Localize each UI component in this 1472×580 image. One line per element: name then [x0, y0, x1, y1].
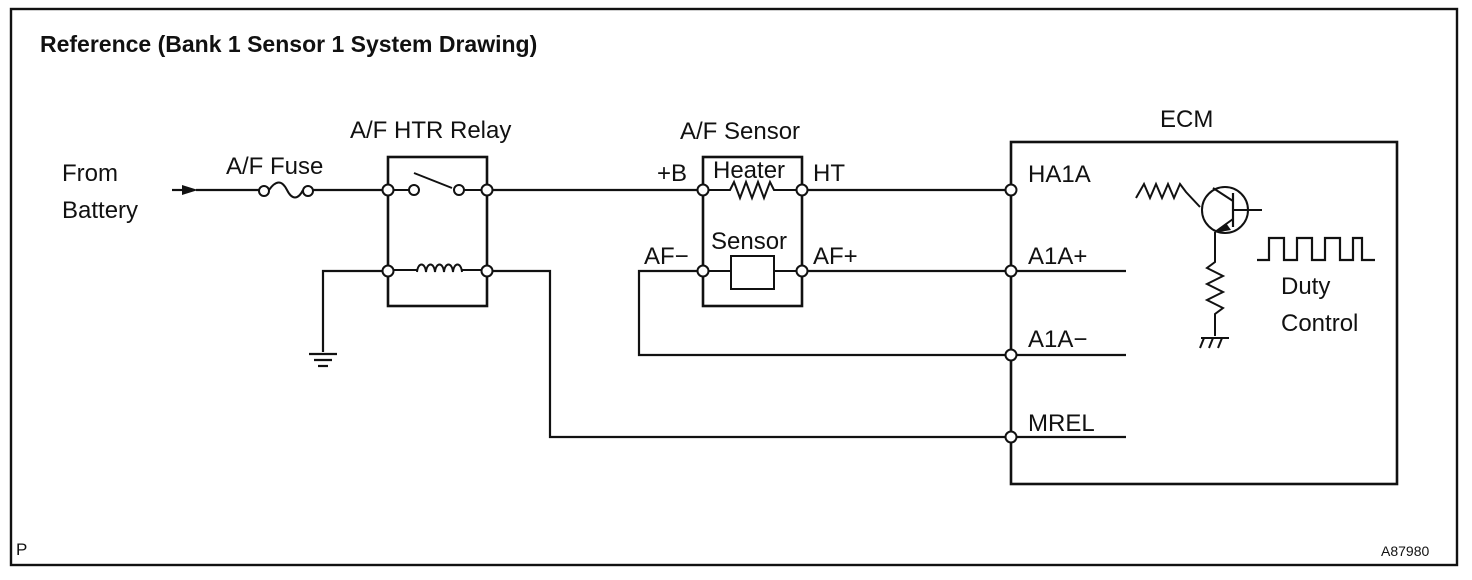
fuse-symbol — [258, 181, 314, 199]
sensor-pin-af-minus: AF− — [644, 243, 689, 270]
ecm-input-resistor — [1135, 181, 1201, 208]
sensor-pin-ht: HT — [813, 160, 845, 187]
wire-mrel — [492, 269, 1006, 439]
duty-waveform-icon — [1257, 236, 1375, 262]
sensor-pin-af-plus: AF+ — [813, 243, 858, 270]
ground-symbol — [309, 352, 337, 368]
emitter-resistor — [1204, 232, 1226, 336]
relay-terminal — [381, 183, 395, 197]
relay-terminal — [381, 264, 395, 278]
sensor-pin-b: +B — [657, 160, 687, 187]
ecm-terminal-node — [1004, 348, 1018, 362]
sensor-element-label: Sensor — [711, 228, 787, 255]
transistor-symbol — [1201, 186, 1262, 234]
wire-afminus-a1aminus — [637, 269, 1006, 357]
ecm-terminal-mrel: MREL — [1028, 410, 1095, 437]
relay-switch — [388, 172, 487, 196]
relay-terminal — [480, 264, 494, 278]
sensor-element — [703, 255, 802, 290]
duty-label-line1: Duty — [1281, 273, 1330, 300]
relay-terminal — [480, 183, 494, 197]
heater-resistor — [703, 179, 802, 201]
sensor-terminal — [795, 183, 809, 197]
diagram-frame — [9, 7, 1459, 567]
sensor-title: A/F Sensor — [680, 118, 800, 145]
relay-coil — [388, 263, 487, 273]
sensor-terminal — [696, 183, 710, 197]
heater-label: Heater — [713, 157, 785, 184]
sensor-terminal — [795, 264, 809, 278]
ecm-terminal-a1a-plus: A1A+ — [1028, 243, 1087, 270]
ecm-box — [1009, 140, 1399, 486]
duty-label-line2: Control — [1281, 310, 1358, 337]
source-label-line1: From — [62, 160, 118, 187]
ecm-terminal-ha1a: HA1A — [1028, 161, 1091, 188]
relay-box — [386, 155, 489, 308]
figure-code: A87980 — [1381, 543, 1429, 559]
fuse-label: A/F Fuse — [226, 153, 323, 180]
sensor-terminal — [696, 264, 710, 278]
diagram-title: Reference (Bank 1 Sensor 1 System Drawin… — [40, 31, 537, 57]
ecm-terminal-node — [1004, 264, 1018, 278]
ecm-title: ECM — [1160, 106, 1213, 133]
relay-ground-wire — [321, 269, 383, 352]
sensor-box — [701, 155, 804, 308]
battery-arrow — [172, 185, 198, 195]
source-label-line2: Battery — [62, 197, 138, 224]
ecm-terminal-node — [1004, 430, 1018, 444]
chassis-ground-icon — [1199, 337, 1229, 349]
ecm-terminal-node — [1004, 183, 1018, 197]
relay-label: A/F HTR Relay — [350, 117, 511, 144]
corner-label: P — [16, 540, 27, 559]
ecm-terminal-a1a-minus: A1A− — [1028, 326, 1087, 353]
